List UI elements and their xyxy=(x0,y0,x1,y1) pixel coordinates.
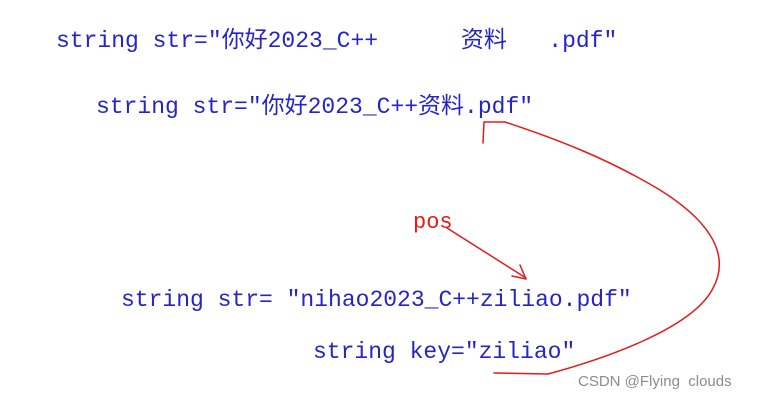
return-curve-arrow-icon xyxy=(504,121,720,375)
code-line-pinyin: string str= "nihao2023_C++ziliao.pdf" xyxy=(121,287,632,313)
pos-label: pos xyxy=(413,210,453,235)
pos-arrow-icon xyxy=(446,227,527,279)
return-arrowhead-icon xyxy=(482,121,506,144)
pos-arrowhead-icon xyxy=(511,264,527,280)
watermark: CSDN @Flying clouds xyxy=(578,373,732,390)
code-line-spaced-chinese: string str="你好2023_C++ 资料 .pdf" xyxy=(56,28,618,54)
key-underline-icon xyxy=(493,372,549,375)
code-line-chinese: string str="你好2023_C++资料.pdf" xyxy=(96,94,534,120)
code-line-key: string key="ziliao" xyxy=(313,339,576,365)
